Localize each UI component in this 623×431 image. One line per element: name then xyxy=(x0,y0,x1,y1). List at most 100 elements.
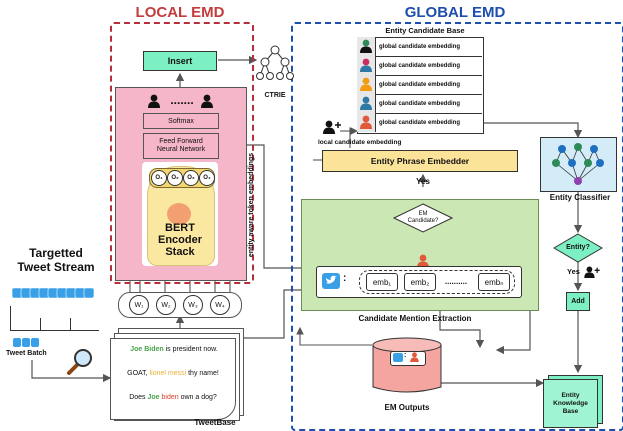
em-outputs-colon: : xyxy=(404,352,407,359)
tweet-line-3: Does Joe biden own a dog? xyxy=(112,394,234,406)
person-icon xyxy=(360,96,372,110)
yes-label: Yes xyxy=(416,176,430,186)
ecb-avatar xyxy=(357,75,376,94)
global-emd-title: GLOBAL EMD xyxy=(404,3,506,21)
em-candidate-line2: Candidate? xyxy=(407,218,439,224)
token-embeddings-label: entity aware token embeddings xyxy=(248,152,255,258)
tweet3-entity: Joe xyxy=(147,394,160,401)
insert-box: Insert xyxy=(143,51,217,71)
stream-title-line1: Targetted xyxy=(29,246,83,260)
ctrie-icon xyxy=(256,45,294,80)
em-outputs-cylinder xyxy=(372,337,442,393)
em-candidate-diamond xyxy=(393,203,453,233)
ecb-row-label: global candidate embedding xyxy=(379,119,461,126)
em-outputs-label: EM Outputs xyxy=(384,403,430,412)
phrase-embedder: Entity Phrase Embedder xyxy=(322,150,518,172)
entity-decision-diamond xyxy=(553,233,603,263)
emb-n: embₙ xyxy=(478,273,510,291)
tweet3-rest: own a dog? xyxy=(178,394,217,401)
input-w2: W₂ xyxy=(156,295,176,315)
tweet-batch-icon xyxy=(13,338,39,347)
person-icon xyxy=(410,352,419,362)
ecb-avatar xyxy=(357,94,376,113)
stream-title-line2: Tweet Stream xyxy=(17,260,95,274)
add-box: Add xyxy=(566,292,590,311)
local-emd-title: LOCAL EMD xyxy=(135,3,225,21)
entity-decision-label: Entity? xyxy=(566,243,590,251)
emb-2: emb₂ xyxy=(404,273,436,291)
tweet-stream-icons xyxy=(11,287,95,299)
person-icon xyxy=(360,115,372,129)
output-o3: O₃ xyxy=(183,170,199,186)
tweet-line-1: Joe Biden is president now. xyxy=(114,346,234,358)
tweet2-entity: lionel messi xyxy=(149,370,187,377)
person-icon xyxy=(148,94,160,108)
tweet1-entity: Joe Biden xyxy=(130,346,164,353)
ecb-row: global candidate embedding xyxy=(357,75,482,95)
person-icon xyxy=(360,77,372,91)
local-candidate-label: local candidate embedding xyxy=(318,139,402,146)
stream-divider-mark xyxy=(40,318,41,330)
em-candidate-line1: EM xyxy=(418,211,428,217)
tweet2-prefix: GOAT, xyxy=(127,370,150,377)
ekb-line2: Knowledge xyxy=(553,399,588,407)
ekb-line1: Entity xyxy=(561,391,580,399)
tweet-batch-label: Tweet Batch xyxy=(6,350,47,357)
tweet2-rest: thy name! xyxy=(186,370,219,377)
magnifier-icon xyxy=(67,349,92,375)
softmax-box: Softmax xyxy=(143,113,219,129)
ekb-line3: Base xyxy=(562,407,579,415)
ecb-row-label: global candidate embedding xyxy=(379,100,461,107)
ecb-row: global candidate embedding xyxy=(357,113,482,132)
yes2-label: Yes xyxy=(567,267,580,276)
local-emd-region xyxy=(110,22,254,284)
emb-dots: .......... xyxy=(444,276,468,286)
ecb-row: global candidate embedding xyxy=(357,37,482,57)
person-icon xyxy=(360,39,372,53)
input-w3: W₃ xyxy=(183,295,203,315)
ecb-avatar xyxy=(357,56,376,75)
person-plus-icon xyxy=(323,120,341,134)
ctrie-label: CTRIE xyxy=(264,91,286,99)
output-o1: O₁ xyxy=(151,170,167,186)
ecb-avatar xyxy=(357,113,376,132)
person-icon xyxy=(201,94,213,108)
stream-divider xyxy=(10,306,99,331)
tweet3-mid: biden xyxy=(159,394,179,401)
emb-group xyxy=(359,270,515,294)
input-w1: W₁ xyxy=(129,295,149,315)
ecb-table xyxy=(357,37,484,134)
ffnn-line2: Neural Network xyxy=(156,146,206,153)
stream-divider-mark xyxy=(70,318,71,330)
cme-label: Candidate Mention Extraction xyxy=(358,314,472,323)
ecb-row-label: global candidate embedding xyxy=(379,62,461,69)
bert-face xyxy=(167,203,191,225)
classifier-label: Entity Classifier xyxy=(549,193,611,202)
ecb-title: Entity Candidate Base xyxy=(385,26,465,35)
em-candidate-label: EM Candidate? xyxy=(393,207,453,229)
ffnn-line1: Feed Forward xyxy=(159,138,203,145)
twitter-icon xyxy=(393,353,403,362)
ecb-row: global candidate embedding xyxy=(357,94,482,114)
input-w4: W₄ xyxy=(210,295,230,315)
bert-line2: Encoder xyxy=(157,234,202,246)
token-dots: ....... xyxy=(170,93,194,107)
emb-colon: : xyxy=(343,273,347,284)
person-plus-icon xyxy=(584,266,600,278)
bert-label: BERT Encoder Stack xyxy=(142,220,218,260)
ecb-row-label: global candidate embedding xyxy=(379,43,461,50)
ecb-row-label: global candidate embedding xyxy=(379,81,461,88)
person-icon xyxy=(360,58,372,72)
output-o4: O₄ xyxy=(199,170,215,186)
emb-1: emb₁ xyxy=(366,273,398,291)
tweet3-prefix: Does xyxy=(129,394,148,401)
tweetbase-label: TweetBase xyxy=(194,418,236,427)
tweet1-rest: is president now. xyxy=(163,346,218,353)
neural-net-icon xyxy=(552,143,604,185)
bert-line1: BERT xyxy=(165,222,195,234)
stream-title: Targetted Tweet Stream xyxy=(2,245,110,275)
twitter-icon xyxy=(322,273,340,289)
tweet-line-2: GOAT, lionel messi thy name! xyxy=(112,370,234,382)
ffnn-box: Feed Forward Neural Network xyxy=(143,133,219,159)
bert-line3: Stack xyxy=(165,246,195,258)
